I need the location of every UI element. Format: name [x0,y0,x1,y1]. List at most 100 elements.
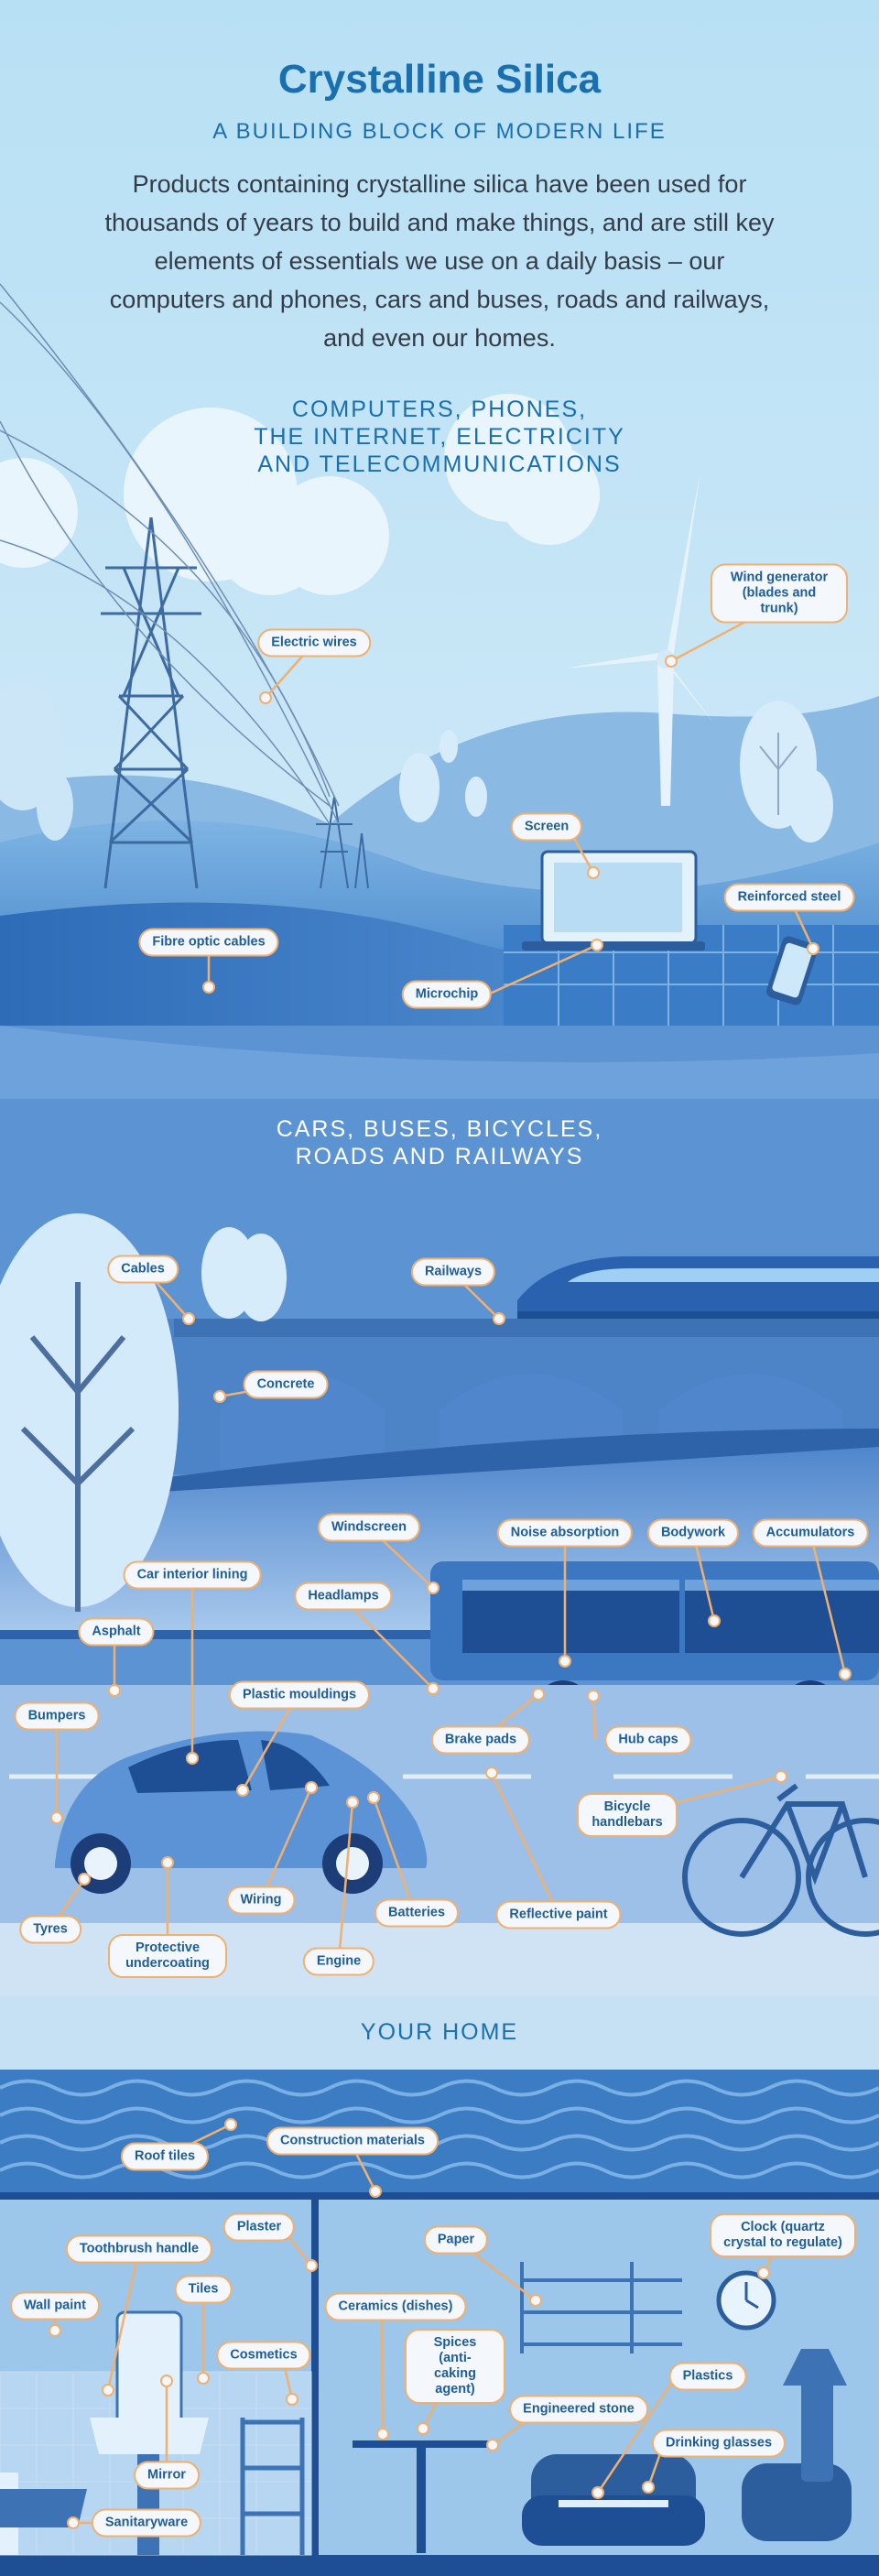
label-engineered-stone: Engineered stone [509,2395,648,2424]
label-fibre-optic-cables: Fibre optic cables [138,928,279,957]
label-headlamps: Headlamps [294,1581,393,1611]
label-brake-pads: Brake pads [430,1725,531,1755]
callout-dot [224,2118,237,2131]
callout-dot [587,866,600,879]
callout-dot [642,2481,655,2494]
callout-dot [305,2259,318,2272]
label-tyres: Tyres [19,1915,81,1944]
label-accumulators: Accumulators [752,1518,869,1548]
callout-dot [346,1796,359,1809]
callout-dot [591,2486,604,2499]
laptop [522,850,705,951]
callout-dot [160,2375,173,2387]
label-plaster: Plaster [222,2212,296,2242]
table [353,2440,490,2448]
callout-dot [493,1312,505,1325]
label-bicycle-handlebars: Bicycle handlebars [577,1793,678,1837]
label-electric-wires: Electric wires [257,628,371,658]
callout-dot [839,1668,852,1680]
callout-dot [49,2324,61,2337]
callout-dot [161,1856,174,1869]
label-sanitaryware: Sanitaryware [91,2508,202,2538]
clouds [0,394,600,595]
label-hub-caps: Hub caps [604,1725,692,1755]
label-protective-undercoating: Protective undercoating [108,1934,227,1978]
callout-dot [485,1766,498,1779]
section-heading-line: AND TELECOMMUNICATIONS [257,451,622,477]
callout-dot [529,2294,542,2307]
callout-dot [486,2439,499,2451]
label-bumpers: Bumpers [14,1701,100,1731]
section-heading-transport: CARS, BUSES, BICYCLES, ROADS AND RAILWAY… [0,1115,879,1170]
label-plastics: Plastics [668,2362,747,2391]
label-roof-tiles: Roof tiles [120,2142,210,2171]
callout-dot [367,1791,380,1804]
section-heading-line: YOUR HOME [360,2019,519,2045]
callout-dot [376,2428,389,2440]
sofa [522,2349,852,2546]
label-screen: Screen [510,812,583,842]
callout-dot [182,1312,195,1325]
callout-dot [427,1581,440,1594]
label-paper: Paper [423,2225,489,2255]
intro-paragraph: Products containing crystalline silica h… [104,170,775,352]
section-heading-line: COMPUTERS, PHONES, [291,397,588,422]
trees [0,682,833,842]
bicycle [682,1783,879,1937]
callout-dot [186,1752,199,1765]
label-toothbrush-handle: Toothbrush handle [65,2234,213,2264]
label-tiles: Tiles [174,2275,233,2304]
label-cables: Cables [107,1255,179,1284]
label-noise-absorption: Noise absorption [496,1518,634,1548]
section-heading-line: CARS, BUSES, BICYCLES, [276,1116,603,1142]
callout-dot [369,2185,382,2198]
page-subtitle: A BUILDING BLOCK OF MODERN LIFE [212,119,667,144]
callout-dot [197,2372,210,2385]
label-microchip: Microchip [401,980,493,1009]
callout-dot [108,1684,121,1697]
label-reinforced-steel: Reinforced steel [723,883,855,912]
callout-dot [775,1770,787,1783]
phone [765,936,819,1005]
callout-dot [427,1682,440,1695]
section-heading-line: ROADS AND RAILWAYS [295,1144,584,1169]
callout-dot [665,655,678,668]
bathroom-shelf [240,2418,305,2555]
callout-dot [708,1614,721,1627]
section-heading-computers: COMPUTERS, PHONES, THE INTERNET, ELECTRI… [0,396,879,478]
callout-dot [236,1784,249,1797]
clock [716,2270,776,2331]
callout-dot [587,1690,600,1702]
callout-dot [102,2384,114,2397]
callout-dot [532,1688,545,1701]
mirror [115,2310,183,2429]
callout-dot [417,2422,429,2435]
callout-dot [807,942,819,955]
big-tree [0,1213,179,1612]
label-reflective-paint: Reflective paint [495,1900,622,1929]
label-bodywork: Bodywork [646,1518,740,1548]
page-title: Crystalline Silica [277,57,602,102]
label-spices: Spices (anti-caking agent) [405,2329,505,2404]
label-drinking-glasses: Drinking glasses [651,2429,787,2458]
callout-dot [757,2266,770,2279]
label-engine: Engine [302,1947,375,1976]
callout-dot [213,1390,226,1403]
label-cosmetics: Cosmetics [216,2341,311,2370]
pylon [101,516,201,889]
label-ceramics: Ceramics (dishes) [324,2292,467,2321]
label-plastic-mouldings: Plastic mouldings [228,1680,371,1710]
label-railways: Railways [410,1257,496,1287]
label-concrete: Concrete [243,1370,329,1399]
label-wall-paint: Wall paint [10,2291,100,2321]
callout-dot [559,1655,571,1668]
label-asphalt: Asphalt [78,1617,155,1647]
label-batteries: Batteries [374,1898,460,1928]
label-construction-materials: Construction materials [266,2126,439,2156]
label-clock: Clock (quartz crystal to regulate) [710,2213,856,2257]
label-mirror: Mirror [134,2461,200,2490]
callout-dot [286,2393,298,2406]
section-heading-home: YOUR HOME [0,2018,879,2046]
label-wind-generator: Wind generator (blades and trunk) [711,563,848,624]
